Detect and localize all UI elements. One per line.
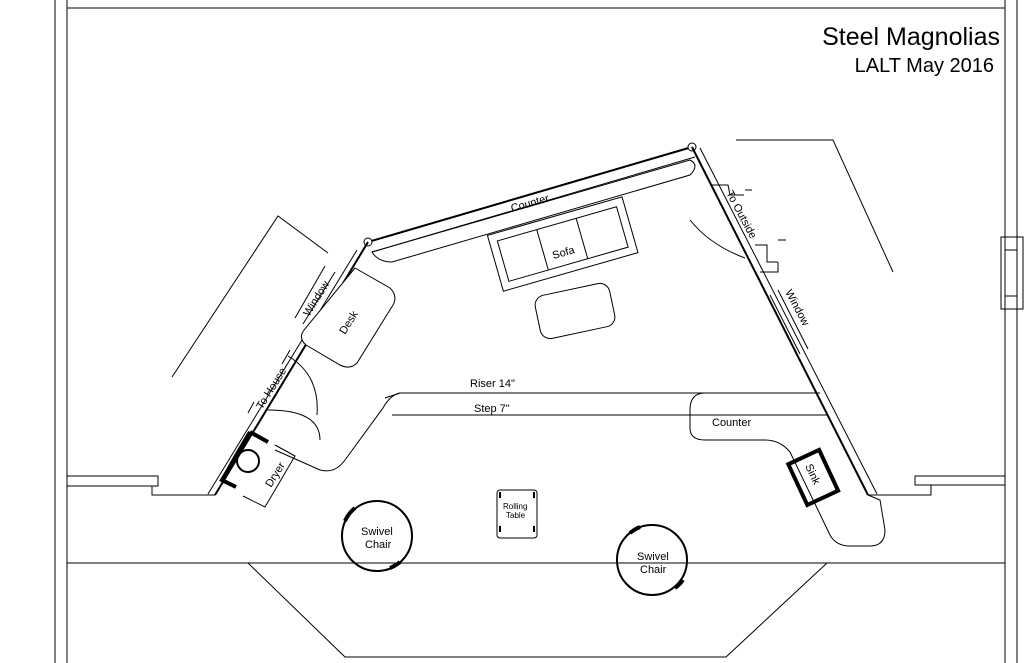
right-counter-label: Counter xyxy=(712,417,751,429)
sofa: Sofa xyxy=(486,196,639,292)
exterior-wall-lines xyxy=(171,139,894,378)
back-counter-label: Counter xyxy=(510,192,551,214)
step-label: Step 7" xyxy=(474,403,510,415)
swivel-chair-left: Swivel Chair xyxy=(341,500,413,572)
rolling-table-label-line1: Rolling xyxy=(503,502,527,511)
swivel-chair-right: Swivel Chair xyxy=(616,524,688,596)
plan-subtitle: LALT May 2016 xyxy=(855,55,994,77)
coffee-table xyxy=(534,282,616,340)
sink: Sink xyxy=(785,447,841,508)
to-house-label: To House xyxy=(254,366,289,412)
swivel-chair-left-label-line2: Chair xyxy=(365,539,392,551)
rolling-table-label-line2: Table xyxy=(506,511,526,520)
rolling-table: Rolling Table xyxy=(496,489,538,539)
swivel-chair-right-label-line2: Chair xyxy=(640,564,667,576)
right-counter: Counter xyxy=(689,392,886,547)
dryer: Dryer xyxy=(219,430,296,508)
title-block: Steel Magnolias LALT May 2016 xyxy=(822,23,1000,77)
swivel-chair-left-label-line1: Swivel xyxy=(361,526,393,538)
riser-platform: Riser 14" Step 7" xyxy=(274,378,828,472)
apron xyxy=(67,475,1005,658)
desk: Desk xyxy=(300,267,396,368)
riser-label: Riser 14" xyxy=(470,378,515,390)
swivel-chair-right-label-line1: Swivel xyxy=(637,551,669,563)
plan-title: Steel Magnolias xyxy=(822,23,1000,51)
to-house-door: To House xyxy=(247,349,321,441)
stage-frame xyxy=(54,0,1024,663)
to-outside-label: To Outside xyxy=(723,189,758,241)
